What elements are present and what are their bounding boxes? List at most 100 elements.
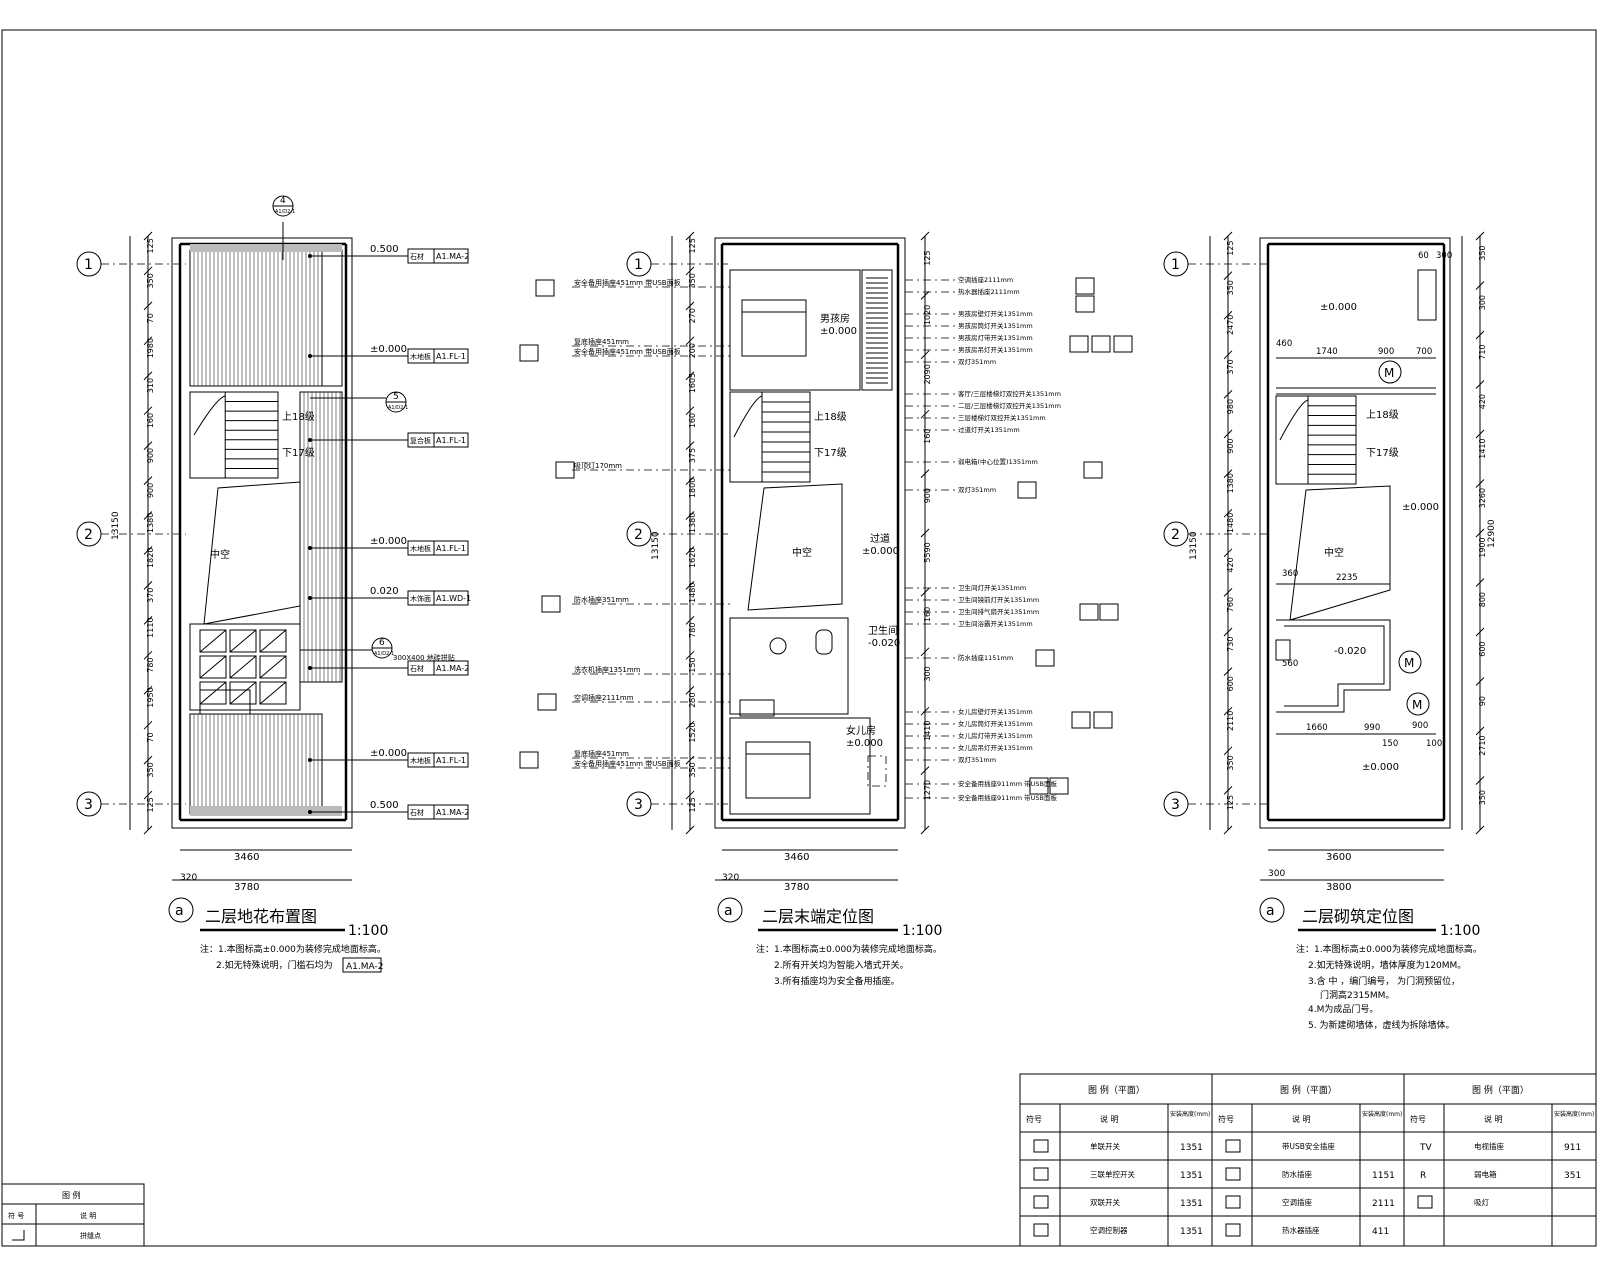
p1-title: 二层地花布置图 [205,907,317,926]
legend-height-2-0: 911 [1564,1143,1581,1153]
p1-vdim-2: 70 [146,313,155,323]
p1-vdim-5: 160 [146,413,155,428]
legend-group-title-2: 图 例（平面） [1472,1084,1529,1096]
legend-desc-2-1: 弱电箱 [1474,1169,1497,1179]
axis-3-bubble: 3 [76,791,186,817]
p3-axis-1: 1 [1163,251,1270,277]
legend-symbol-box-2-2 [1417,1195,1433,1209]
p1-vdim-7: 900 [146,483,155,498]
p1-label-tag-0: 石材 [410,252,424,261]
legend-height-0-0: 1351 [1180,1143,1203,1153]
p1-hdim-total: 3780 [234,882,259,893]
p3-vdim-r-7: 800 [1478,592,1487,607]
p1-label-code-4: A1.WD-1 [436,594,471,603]
p2-vdim-r-4: 900 [923,488,932,503]
p1-label-code-0: A1.MA-2 [436,252,469,261]
legend-height-0-3: 1351 [1180,1227,1203,1237]
legend-desc-2-2: 吸灯 [1474,1197,1490,1207]
svg-text:a: a [1266,903,1275,919]
p1-label-level-3: ±0.000 [370,536,407,547]
svg-text:过道: 过道 [870,532,890,545]
p3-vdim-4: 980 [1226,399,1235,414]
p2-vdim-r-8: 1410 [923,721,932,741]
p3-title: 二层砌筑定位图 [1302,907,1414,926]
p1-vdim-8: 1380 [146,513,155,533]
p3-inner-dim-3: 1740 [1316,347,1338,357]
p2-vdim-r-1: 1020 [923,305,932,325]
legend-header-sym-0: 符号 [1026,1114,1042,1124]
p2-vdim-12: 150 [688,657,697,672]
p3-vdim-r-4: 1410 [1478,438,1487,458]
svg-text:注：1.本图标高±0.000为装修完成地面标高。: 注：1.本图标高±0.000为装修完成地面标高。 [756,943,942,955]
p2-right-tag-24: 安全备用插座911mm 带USB面板 [958,793,1057,802]
svg-text:下17级: 下17级 [814,447,847,459]
p1-vdim-9: 1820 [146,548,155,568]
p2-room-boy: 男孩房 [820,312,850,325]
p2-vdim-r-5: 5590 [923,542,932,562]
legend-symbol-box-1-3 [1225,1223,1241,1237]
p1-vdim-10: 370 [146,588,155,603]
svg-text:3.所有插座均为安全备用插座。: 3.所有插座均为安全备用插座。 [774,975,900,987]
p2-switch-symbol-10 [1071,711,1091,729]
legend-symbol-box-0-1 [1033,1167,1049,1181]
p2-switch-symbol-12 [1029,777,1049,795]
svg-text:-0.020: -0.020 [1334,646,1366,657]
svg-text:拼缝点: 拼缝点 [80,1231,101,1240]
p1-stair-down: 下17级 [282,447,315,459]
p2-switch-symbol-8 [1099,603,1119,621]
p2-right-tag-18: 女儿房壁灯开关1351mm [958,707,1033,716]
legend-symbol-box-0-0 [1033,1139,1049,1153]
p3-axis-3: 3 [1163,791,1270,817]
p2-right-tag-14: 卫生间镜前灯开关1351mm [958,595,1039,604]
p2-right-tag-1: 热水器插座2111mm [958,287,1020,296]
p2-left-tag-4: 防水插座351mm [574,595,629,604]
p3-vdim-r-11: 350 [1478,790,1487,805]
p3-vdim-13: 350 [1226,755,1235,770]
svg-text:±0.000: ±0.000 [820,326,857,337]
p2-vdim-16: 125 [688,797,697,812]
p2-vdim-2: 270 [688,308,697,323]
p2-switch-symbol-3 [1091,335,1111,353]
p2-left-tag-6: 空调插座2111mm [574,693,634,702]
svg-text:±0.000: ±0.000 [1320,302,1357,313]
p1-vdim-12: 780 [146,657,155,672]
wall-positioning-plan: 1253502470370980900138014804207607306002… [1163,231,1497,1031]
legend-height-1-3: 411 [1372,1227,1389,1237]
p2-vdim-3: 200 [688,343,697,358]
p3-axis-2: 2 [1163,521,1270,547]
p1-vdim-0: 125 [146,238,155,253]
p3-inner-dim-12: 150 [1382,739,1398,749]
p2-vdim-11: 780 [688,623,697,638]
p2-vdim-r-6: 160 [923,607,932,622]
p2-right-tag-21: 女儿房吊灯开关1351mm [958,743,1033,752]
p3-vdim-11: 600 [1226,676,1235,691]
svg-text:A1/D2-1: A1/D2-1 [374,651,394,657]
svg-text:1: 1 [1171,257,1180,273]
p3-vdim-r-9: 90 [1478,696,1487,706]
p1-label-level-1: ±0.000 [370,344,407,355]
p1-label-code-3: A1.FL-1 [436,544,466,553]
p2-vdim-r-9: 1270 [923,780,932,800]
legend-height-0-2: 1351 [1180,1199,1203,1209]
p2-left-tag-2: 安全备用插座451mm 带USB面板 [574,347,681,356]
p2-device-symbol-5 [519,751,539,769]
p1-label-tag-5: 石材 [410,664,424,673]
svg-text:符 号: 符 号 [8,1211,24,1220]
svg-text:A1.MA-2: A1.MA-2 [346,962,383,972]
p2-device-symbol-3 [541,595,561,613]
p2-room-girl: 女儿房 [846,724,876,737]
svg-text:320: 320 [722,873,739,883]
p2-vtotal: 13150 [651,531,661,560]
p1-callout-6: 6 A1/D2-1 300X400 地砖拼贴 [300,637,455,662]
svg-text:1:100: 1:100 [902,923,942,939]
p3-vdim-7: 1480 [1226,513,1235,533]
p1-label-level-4: 0.020 [370,586,399,597]
p2-right-tag-10: 过道灯开关1351mm [958,425,1020,434]
p1-scale: 1:100 [348,923,388,939]
p2-right-tag-9: 三层楼梯灯双控开关1351mm [958,413,1046,422]
p1-label-tag-2: 复合板 [410,436,431,445]
p3-inner-dim-2: 460 [1276,339,1292,349]
p2-vdim-15: 350 [688,762,697,777]
